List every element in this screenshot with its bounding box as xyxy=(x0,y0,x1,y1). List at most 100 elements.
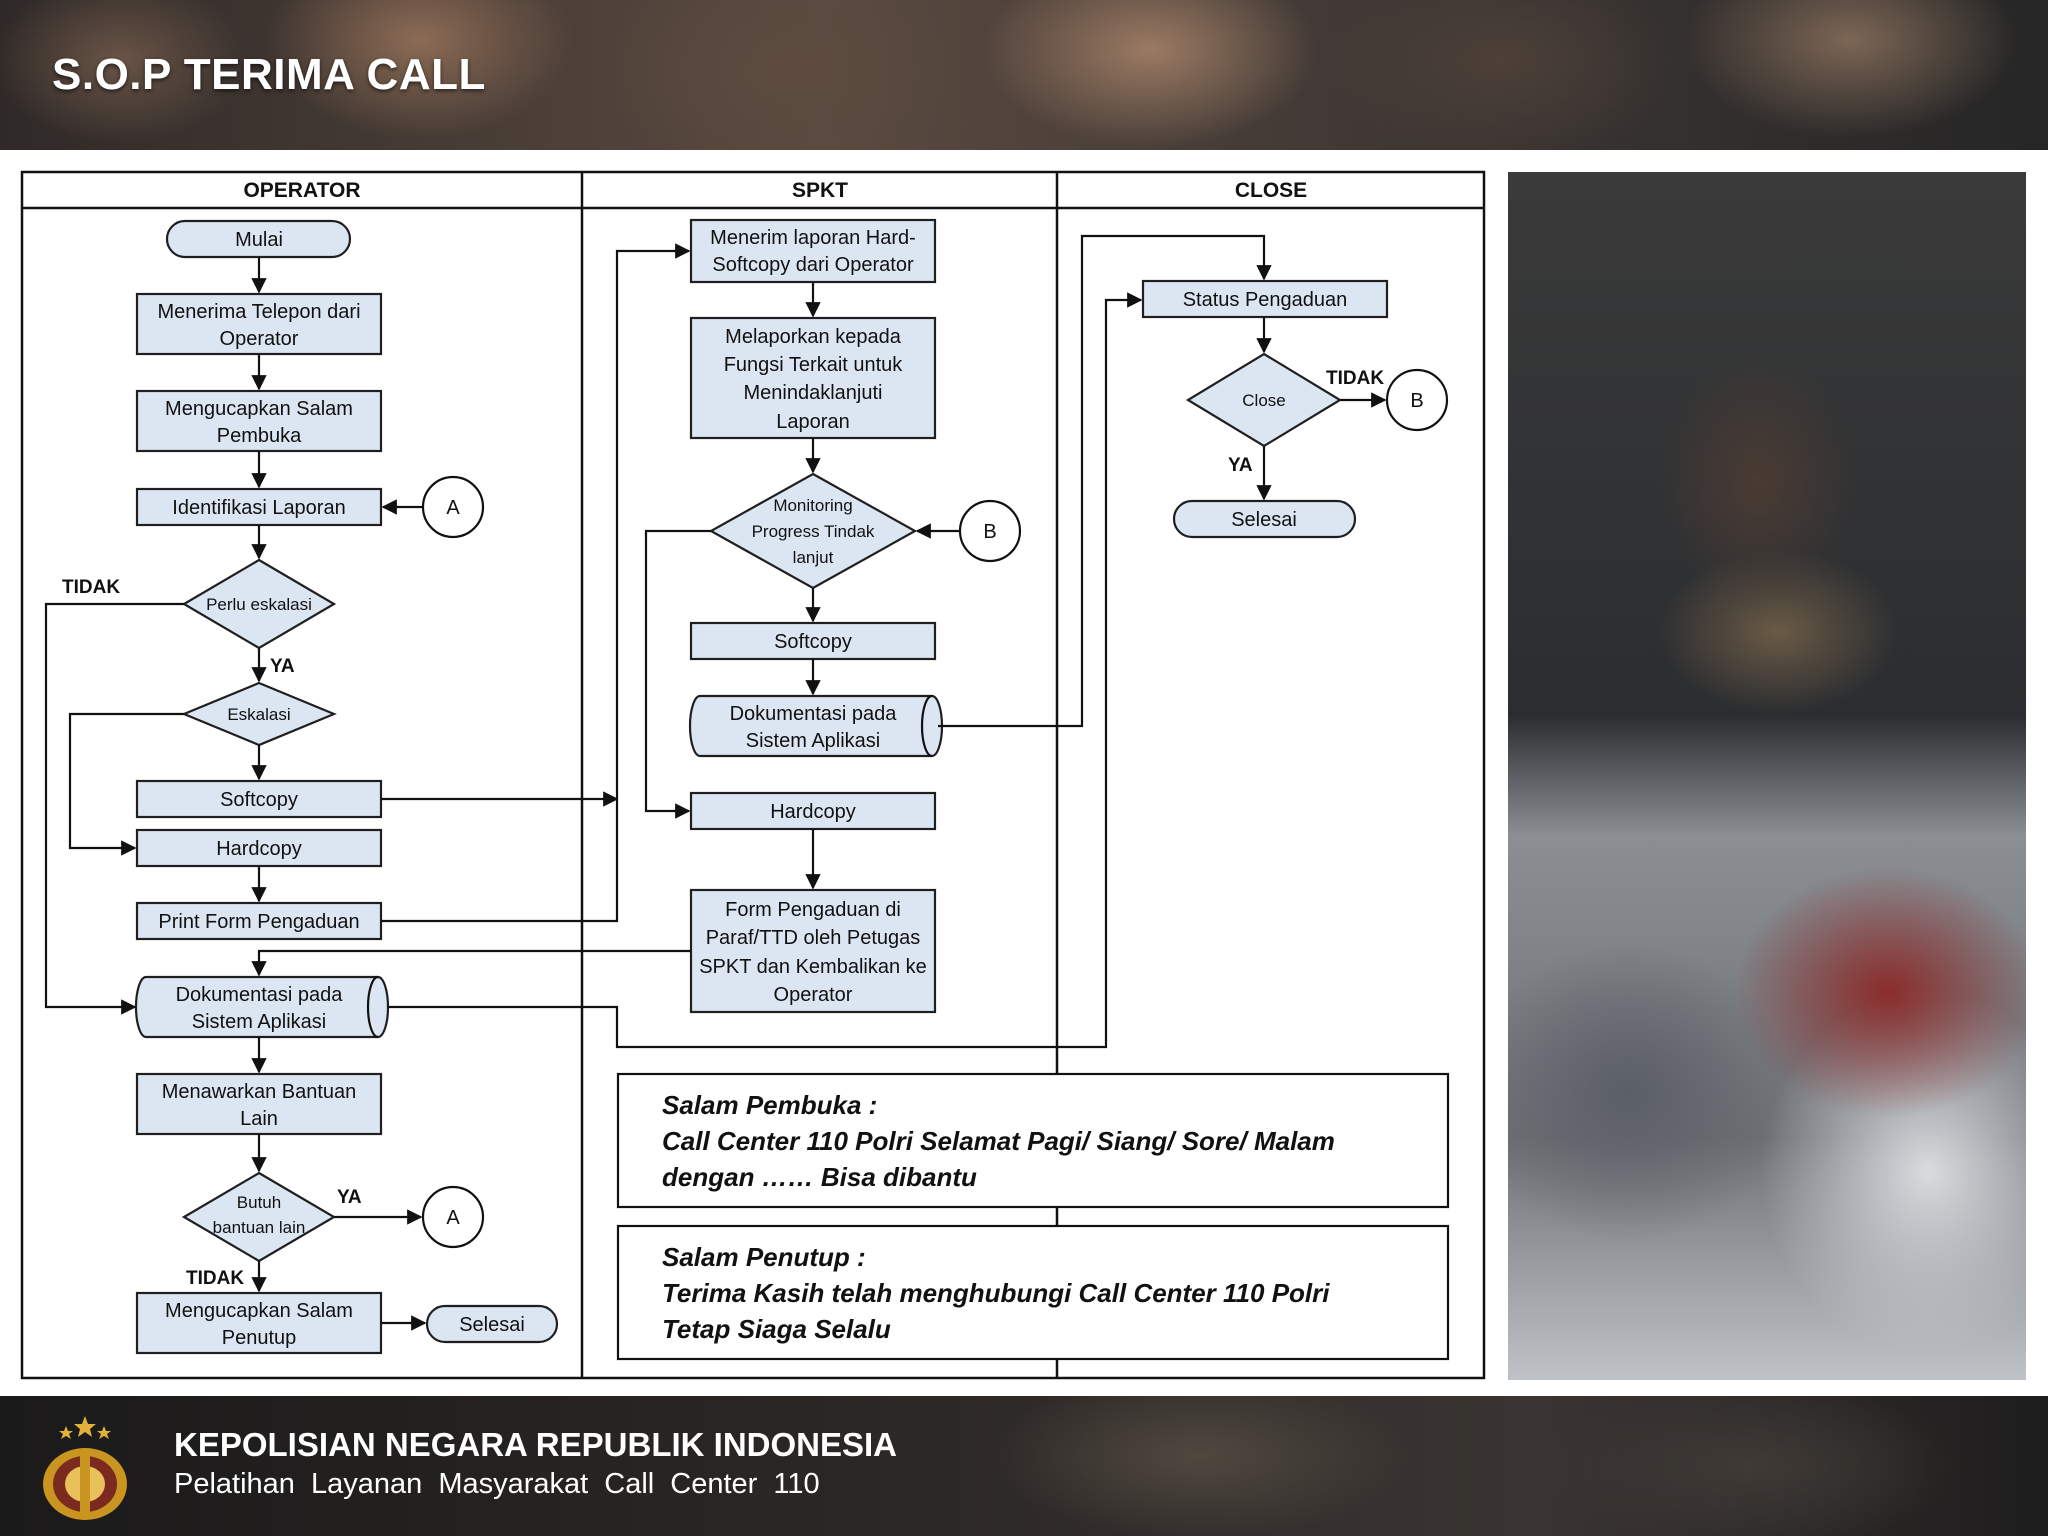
node-softcopy-operator: Softcopy xyxy=(135,779,383,819)
svg-text:Lain: Lain xyxy=(240,1108,278,1130)
svg-text:Mengucapkan Salam: Mengucapkan Salam xyxy=(165,1300,353,1322)
close-flow-lines xyxy=(1256,317,1387,501)
svg-text:Penutup: Penutup xyxy=(222,1327,297,1349)
connector-b-close: B xyxy=(1385,368,1449,432)
decision-need-escalation: Perlu eskalasi xyxy=(181,558,337,650)
svg-text:Print Form Pengaduan: Print Form Pengaduan xyxy=(158,911,359,933)
closing-line1: Terima Kasih telah menghubungi Call Cent… xyxy=(662,1278,1330,1308)
svg-text:Monitoring: Monitoring xyxy=(773,496,852,515)
svg-text:Hardcopy: Hardcopy xyxy=(216,838,302,860)
page-title: S.O.P TERIMA CALL xyxy=(52,50,486,99)
training-name: Pelatihan Layanan Masyarakat Call Center… xyxy=(174,1468,820,1500)
svg-text:Close: Close xyxy=(1242,391,1285,410)
organization-name: KEPOLISIAN NEGARA REPUBLIK INDONESIA xyxy=(174,1426,898,1463)
svg-text:A: A xyxy=(446,497,460,519)
node-greeting: Mengucapkan Salam Pembuka xyxy=(135,389,383,453)
label-yes-escalation: YA xyxy=(270,656,295,677)
svg-text:Progress Tindak: Progress Tindak xyxy=(752,522,875,541)
cross-lane-lines xyxy=(251,234,1272,1049)
svg-text:B: B xyxy=(1410,390,1423,412)
svg-text:Perlu eskalasi: Perlu eskalasi xyxy=(206,595,312,614)
svg-text:Status Pengaduan: Status Pengaduan xyxy=(1183,289,1348,311)
node-receive-report: Menerim laporan Hard- Softcopy dari Oper… xyxy=(689,218,937,284)
node-end-operator: Selesai xyxy=(425,1304,559,1344)
police-emblem-icon xyxy=(43,1416,127,1520)
lane-header-close: CLOSE xyxy=(1235,179,1307,202)
svg-text:Mulai: Mulai xyxy=(235,229,283,251)
connector-b-spkt: B xyxy=(958,499,1022,563)
operator-flow-lines xyxy=(44,257,427,1331)
svg-text:B: B xyxy=(983,521,996,543)
svg-text:Softcopy dari Operator: Softcopy dari Operator xyxy=(712,254,914,276)
node-hardcopy-operator: Hardcopy xyxy=(135,828,383,868)
header-banner: S.O.P TERIMA CALL xyxy=(0,0,2048,150)
opening-line1: Call Center 110 Polri Selamat Pagi/ Sian… xyxy=(662,1126,1335,1156)
node-start: Mulai xyxy=(165,219,352,259)
closing-line2: Tetap Siaga Selalu xyxy=(662,1314,891,1344)
label-no-close: TIDAK xyxy=(1326,368,1384,389)
svg-text:lanjut: lanjut xyxy=(793,548,834,567)
svg-text:A: A xyxy=(446,1207,460,1229)
svg-text:Identifikasi Laporan: Identifikasi Laporan xyxy=(172,497,345,519)
svg-text:Sistem Aplikasi: Sistem Aplikasi xyxy=(746,730,881,752)
connector-a-top: A xyxy=(421,475,485,539)
label-yes-close: YA xyxy=(1228,455,1253,476)
svg-text:Menerima Telepon dari: Menerima Telepon dari xyxy=(157,301,360,323)
spkt-flow-lines xyxy=(644,282,960,890)
svg-text:Eskalasi: Eskalasi xyxy=(227,705,290,724)
svg-text:Dokumentasi pada: Dokumentasi pada xyxy=(730,703,898,725)
svg-text:Melaporkan kepada: Melaporkan kepada xyxy=(725,326,902,348)
svg-text:Selesai: Selesai xyxy=(1231,509,1297,531)
call-center-photo xyxy=(1508,172,2026,1380)
note-closing-greeting: Salam Penutup : Terima Kasih telah mengh… xyxy=(616,1224,1450,1361)
node-documentation-operator: Dokumentasi pada Sistem Aplikasi xyxy=(134,975,390,1039)
node-report-to-function: Melaporkan kepada Fungsi Terkait untuk M… xyxy=(689,316,937,440)
label-no-escalation: TIDAK xyxy=(62,577,120,598)
node-print-form: Print Form Pengaduan xyxy=(135,901,383,941)
opening-title: Salam Pembuka : xyxy=(662,1090,877,1120)
svg-text:Operator: Operator xyxy=(220,328,299,350)
svg-text:Sistem Aplikasi: Sistem Aplikasi xyxy=(192,1011,327,1033)
decision-need-more-help: Butuh bantuan lain xyxy=(181,1171,337,1263)
svg-text:Softcopy: Softcopy xyxy=(774,631,852,653)
node-documentation-spkt: Dokumentasi pada Sistem Aplikasi xyxy=(688,694,944,758)
decision-escalation: Eskalasi xyxy=(181,681,337,747)
decision-monitoring: Monitoring Progress Tindak lanjut xyxy=(708,472,918,590)
lane-header-spkt: SPKT xyxy=(792,179,848,202)
svg-text:Mengucapkan Salam: Mengucapkan Salam xyxy=(165,398,353,420)
svg-text:Laporan: Laporan xyxy=(776,411,849,433)
svg-text:Butuh: Butuh xyxy=(237,1193,281,1212)
node-status-complaint: Status Pengaduan xyxy=(1141,279,1389,319)
svg-text:Softcopy: Softcopy xyxy=(220,789,298,811)
svg-text:Dokumentasi pada: Dokumentasi pada xyxy=(176,984,344,1006)
label-yes-more-help: YA xyxy=(337,1187,362,1208)
note-opening-greeting: Salam Pembuka : Call Center 110 Polri Se… xyxy=(616,1072,1450,1209)
svg-text:Operator: Operator xyxy=(774,984,853,1006)
label-no-more-help: TIDAK xyxy=(186,1268,244,1289)
svg-text:Paraf/TTD oleh Petugas: Paraf/TTD oleh Petugas xyxy=(706,927,921,949)
node-softcopy-spkt: Softcopy xyxy=(689,621,937,661)
svg-text:Selesai: Selesai xyxy=(459,1314,525,1336)
opening-line2: dengan …… Bisa dibantu xyxy=(662,1162,977,1192)
svg-text:SPKT dan Kembalikan ke: SPKT dan Kembalikan ke xyxy=(699,956,927,978)
connector-a-bottom: A xyxy=(421,1185,485,1249)
node-receive-call: Menerima Telepon dari Operator xyxy=(135,292,383,356)
svg-text:Menawarkan Bantuan: Menawarkan Bantuan xyxy=(162,1081,357,1103)
node-end-close: Selesai xyxy=(1172,499,1357,539)
svg-text:Menerim laporan Hard-: Menerim laporan Hard- xyxy=(710,227,916,249)
node-hardcopy-spkt: Hardcopy xyxy=(689,791,937,831)
svg-text:Fungsi Terkait untuk: Fungsi Terkait untuk xyxy=(724,354,904,376)
svg-text:Hardcopy: Hardcopy xyxy=(770,801,856,823)
svg-text:Form Pengaduan di: Form Pengaduan di xyxy=(725,899,901,921)
svg-text:bantuan lain: bantuan lain xyxy=(213,1218,306,1237)
lane-header-operator: OPERATOR xyxy=(243,179,360,202)
footer-banner: KEPOLISIAN NEGARA REPUBLIK INDONESIA Pel… xyxy=(0,1396,2048,1536)
svg-text:Menindaklanjuti: Menindaklanjuti xyxy=(744,382,883,404)
svg-text:Pembuka: Pembuka xyxy=(217,425,302,447)
node-form-signed: Form Pengaduan di Paraf/TTD oleh Petugas… xyxy=(689,888,937,1014)
node-identify-report: Identifikasi Laporan xyxy=(135,487,383,527)
node-offer-help: Menawarkan Bantuan Lain xyxy=(135,1072,383,1136)
closing-title: Salam Penutup : xyxy=(662,1242,866,1272)
decision-close: Close xyxy=(1185,352,1343,448)
